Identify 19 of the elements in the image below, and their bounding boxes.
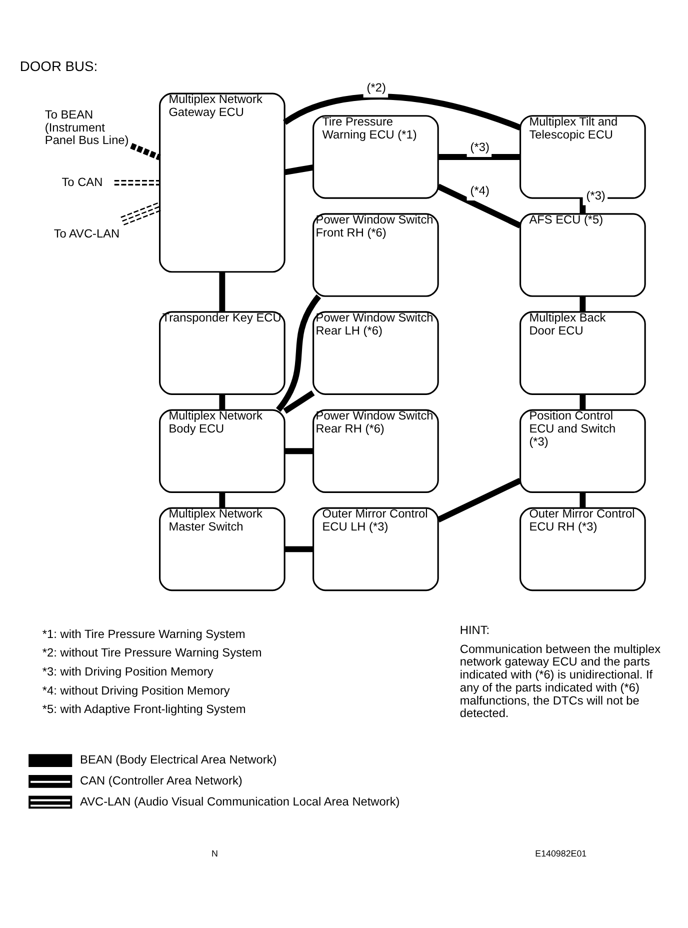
edge-label: (*4) <box>470 184 490 198</box>
label: *4: without Driving Position Memory <box>42 683 230 698</box>
diagram-title: DOOR BUS: <box>20 58 98 74</box>
label: *1: with Tire Pressure Warning System <box>42 626 246 641</box>
label: N <box>212 848 218 858</box>
edge-label: (*2) <box>366 80 386 95</box>
legend-label: AVC-LAN (Audio Visual Communication Local Area Network) <box>80 794 400 808</box>
label: *2: without Tire Pressure Warning System <box>42 646 262 660</box>
label: *3: with Driving Position Memory <box>42 664 214 679</box>
label: HINT: <box>460 622 490 637</box>
node-text: To CAN <box>62 174 103 189</box>
label: E140982E01 <box>535 848 587 858</box>
legend-label: BEAN (Body Electrical Area Network) <box>80 752 277 767</box>
label: Communication between the multiplex network gateway ECU and the parts indicated with (*6) is unidirectional. If any of the parts indicated with (*6) malfunctions, the DTCs will not be detected. <box>460 642 661 720</box>
label: *5: with Adaptive Front-lighting System <box>42 702 246 716</box>
node-text: To BEAN (Instrument Panel Bus Line) <box>44 107 129 148</box>
legend-label: CAN (Controller Area Network) <box>80 773 242 788</box>
node-text: To AVC-LAN <box>54 226 120 240</box>
edge-label: (*3) <box>470 140 490 154</box>
